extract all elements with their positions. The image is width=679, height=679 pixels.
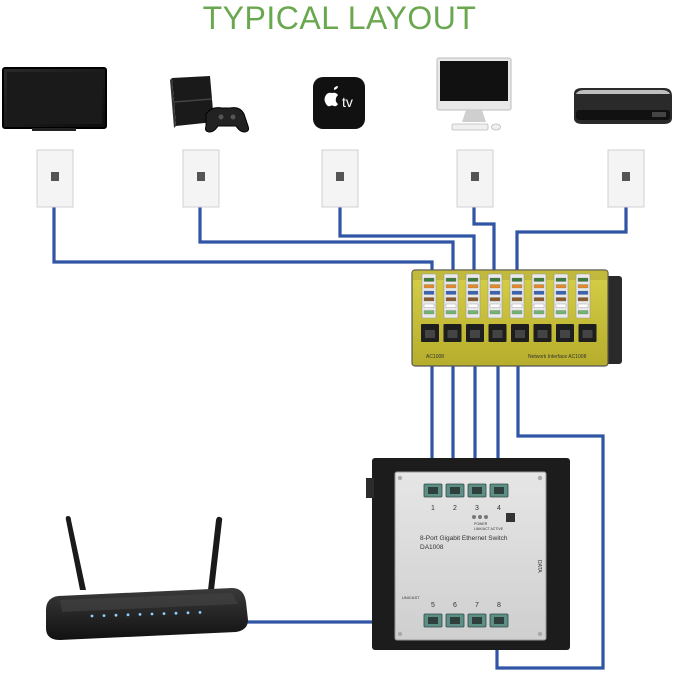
panel-model-left: AC1008 <box>426 354 444 360</box>
cable-console <box>198 206 455 278</box>
switch-port: 2 <box>445 483 465 512</box>
punchdown-block <box>421 273 437 319</box>
switch-port-number: 7 <box>475 602 479 609</box>
router-led <box>150 612 154 616</box>
router-led <box>162 612 166 615</box>
router-led <box>126 613 130 617</box>
switch-port-number: 1 <box>431 505 435 512</box>
punchdown-block <box>487 273 503 319</box>
panel-jack <box>421 324 439 342</box>
wall-plate-group <box>36 149 645 208</box>
switch-port: 3 <box>467 483 487 512</box>
router-led <box>138 613 142 616</box>
panel-jack <box>533 324 552 342</box>
desktop-computer-icon <box>436 57 512 131</box>
punchdown-block <box>465 273 481 319</box>
punchdown-block <box>575 273 591 319</box>
streaming-box-label: tv <box>342 94 353 110</box>
patch-panel: AC1008 Network Interface AC1008 <box>411 269 622 367</box>
switch-port: 7 <box>467 602 487 628</box>
panel-model-right: Network Interface AC1008 <box>528 354 587 360</box>
switch-title: 8-Port Gigabit Ethernet Switch <box>420 535 508 542</box>
television-icon <box>2 67 107 131</box>
page-title: TYPICAL LAYOUT <box>202 0 477 36</box>
switch-uplink-label: UNICAST <box>402 595 420 600</box>
panel-jack <box>466 324 484 342</box>
wall-plate-5 <box>607 149 645 208</box>
switch-side-label: DATA <box>536 560 542 573</box>
punchdown-block <box>531 273 547 319</box>
switch-ports-bottom: 5 6 7 8 <box>423 602 509 628</box>
switch-port-number: 8 <box>497 602 501 609</box>
cable-receiver <box>515 206 628 278</box>
panel-jack <box>511 324 529 342</box>
panel-jack <box>443 324 462 342</box>
router-led <box>102 614 106 617</box>
cable-streaming-box <box>338 206 476 278</box>
router-leds <box>90 611 202 618</box>
panel-jacks <box>421 324 597 342</box>
wall-plate-1 <box>36 149 74 208</box>
router-led <box>174 611 178 615</box>
panel-jack <box>578 324 597 342</box>
streaming-box-icon: tv <box>313 77 365 129</box>
punchdown-block <box>509 273 525 319</box>
switch-led-group: POWER LINK/ACT ACTIVE <box>472 513 515 531</box>
wireless-router-icon <box>46 516 248 640</box>
panel-jack <box>488 324 507 342</box>
wall-plate-4 <box>456 149 494 208</box>
switch-port-number: 5 <box>431 602 435 609</box>
switch-port: 6 <box>445 602 465 628</box>
punchdown-block <box>443 273 459 319</box>
router-led <box>198 611 202 614</box>
switch-port-number: 4 <box>497 505 501 512</box>
switch-led-label-2: LINK/ACT ACTIVE <box>474 527 504 531</box>
switch-port: 1 <box>423 483 443 512</box>
ethernet-switch: 1 2 3 4 5 6 7 8 8-Port Gigabit Ethernet Switch… <box>366 458 570 650</box>
switch-port-number: 2 <box>453 505 457 512</box>
router-led <box>186 611 190 615</box>
game-console-icon <box>170 76 249 133</box>
switch-led-label: POWER <box>474 522 488 526</box>
router-led <box>114 613 118 617</box>
cable-computer <box>472 206 496 278</box>
media-receiver-icon <box>574 88 672 124</box>
switch-port-number: 3 <box>475 505 479 512</box>
wall-plate-2 <box>182 149 220 208</box>
switch-port-number: 6 <box>453 602 457 609</box>
punchdown-blocks <box>421 273 591 319</box>
wall-plate-3 <box>321 149 359 208</box>
punchdown-block <box>553 273 569 319</box>
cable-panel-port8 <box>495 366 605 670</box>
switch-port: 8 <box>489 602 509 628</box>
switch-ports-top: 1 2 3 4 <box>423 483 509 512</box>
switch-model: DA1008 <box>420 544 444 551</box>
panel-jack <box>556 324 574 342</box>
switch-port: 5 <box>423 602 443 628</box>
switch-port: 4 <box>489 483 509 512</box>
router-led <box>90 614 94 618</box>
